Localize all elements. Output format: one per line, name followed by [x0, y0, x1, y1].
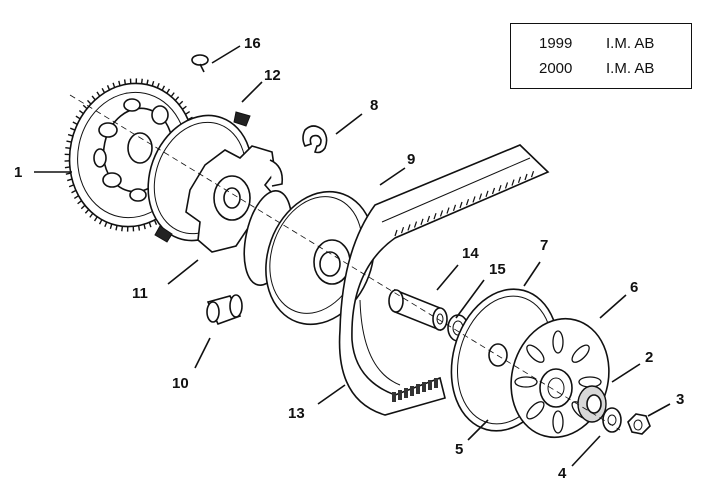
gear-tooth [122, 226, 123, 231]
gear-tooth [67, 179, 72, 181]
gear-tooth [179, 101, 183, 104]
callout-6: 6 [630, 279, 638, 296]
part-4-washer [603, 408, 621, 432]
gear-tooth [76, 116, 80, 119]
part-10-bushing [207, 295, 242, 324]
callout-16: 16 [244, 35, 261, 52]
gear-tooth [182, 106, 186, 109]
part-3-nut [628, 414, 650, 434]
gear-tooth [83, 105, 87, 108]
gear-tooth [81, 205, 85, 208]
revision-code: I.M. AB [606, 35, 654, 52]
variator-slot [515, 377, 537, 387]
part-8-clip [303, 126, 327, 153]
gear-tooth [74, 196, 78, 199]
gear-tooth [70, 128, 75, 130]
belt-tooth [422, 382, 426, 392]
belt-tooth [428, 380, 432, 390]
belt-tooth [398, 390, 402, 400]
gear-tooth [113, 83, 115, 88]
revision-row: 1999 I.M. AB [511, 35, 691, 57]
variator-slot [553, 411, 563, 433]
gear-tooth [142, 79, 143, 84]
callout-3: 3 [676, 391, 684, 408]
part-16-screw [192, 55, 208, 72]
gear-tooth [157, 83, 159, 88]
gear-tooth [175, 97, 178, 101]
revision-row: 2000 I.M. AB [511, 60, 691, 82]
gear-tooth [90, 213, 93, 217]
gear-tooth [69, 185, 74, 187]
callout-13: 13 [288, 405, 305, 422]
callout-5: 5 [455, 441, 463, 458]
variator-slot [553, 331, 563, 353]
gear-tooth [125, 79, 126, 84]
gear-tooth [167, 89, 170, 93]
gear-tooth [87, 100, 90, 104]
part-2-hub [578, 386, 606, 422]
revision-code: I.M. AB [606, 60, 654, 77]
gear-tooth [79, 111, 83, 114]
gear-tooth [108, 85, 110, 90]
revision-year: 2000 [539, 60, 572, 77]
gear-tooth [95, 217, 98, 221]
gear-tooth [149, 222, 151, 227]
callout-11: 11 [132, 285, 148, 302]
part-14-tube [389, 290, 447, 330]
callout-12: 12 [264, 67, 281, 84]
revision-year: 1999 [539, 35, 572, 52]
gear-tooth [68, 135, 73, 136]
callout-10: 10 [172, 375, 189, 392]
gear-tooth [92, 96, 95, 100]
callout-15: 15 [489, 261, 506, 278]
callout-1: 1 [14, 164, 22, 181]
belt-tooth [410, 386, 414, 396]
callout-14: 14 [462, 245, 479, 262]
callout-9: 9 [407, 151, 415, 168]
callout-4: 4 [558, 465, 567, 482]
belt-tooth [392, 392, 396, 402]
gear-tooth [102, 88, 104, 92]
gear-tooth [171, 93, 174, 97]
belt-tooth [416, 384, 420, 394]
gear-tooth [78, 201, 82, 204]
gear-tooth [105, 222, 107, 227]
callout-8: 8 [370, 97, 378, 114]
gear-tooth [185, 112, 189, 115]
gear-tooth [110, 224, 111, 229]
gear-tooth [72, 190, 76, 192]
belt-tooth [404, 388, 408, 398]
belt-tooth [434, 378, 438, 388]
gear-tooth [139, 226, 140, 231]
gear-tooth [65, 148, 70, 149]
callout-2: 2 [645, 349, 653, 366]
gear-tooth [116, 225, 117, 230]
gear-tooth [66, 141, 71, 142]
gear-tooth [73, 122, 77, 124]
gear-tooth [97, 92, 100, 96]
gear-tooth [152, 81, 153, 86]
gear-tooth [100, 220, 102, 224]
gear-tooth [162, 86, 164, 90]
gear-tooth [65, 167, 70, 168]
callout-7: 7 [540, 237, 548, 254]
revision-table: 1999 I.M. AB 2000 I.M. AB [510, 23, 692, 89]
gear-tooth [147, 80, 148, 85]
gear-tooth [85, 210, 88, 214]
